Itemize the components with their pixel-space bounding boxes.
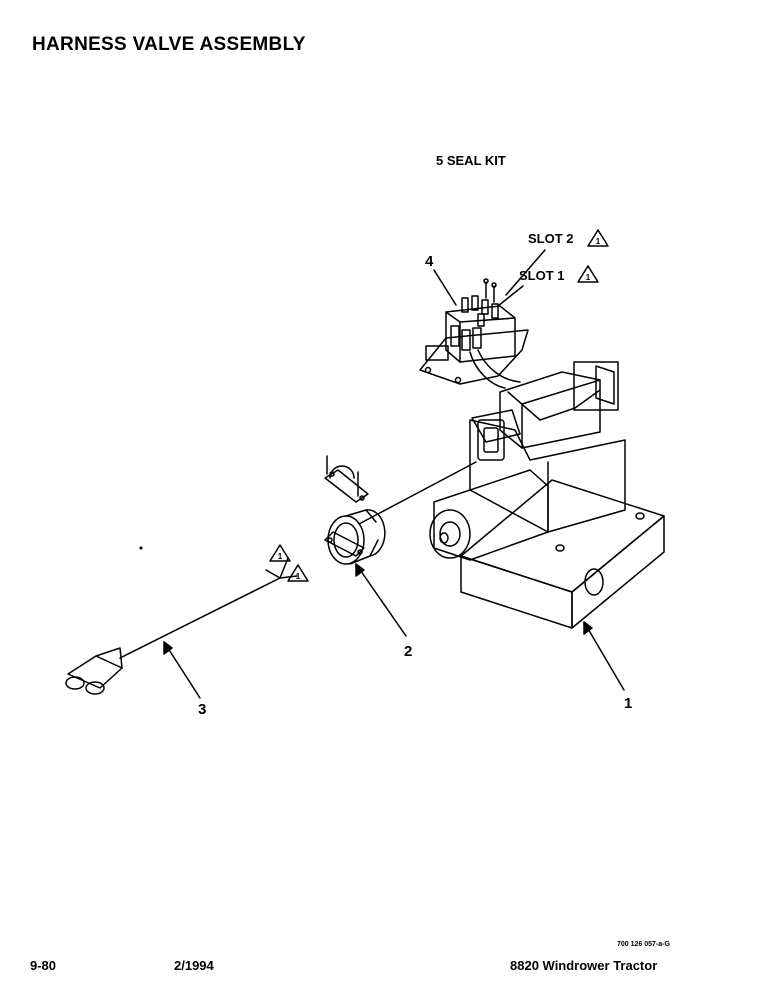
drawing-number: 700 126 057-a-G	[617, 941, 670, 948]
valve-nut-assembly	[324, 455, 477, 565]
revision-date: 2/1994	[174, 958, 214, 973]
svg-text:1: 1	[278, 552, 283, 561]
valve-body	[429, 361, 665, 629]
note-triangle-icon: 1	[287, 564, 309, 582]
product-name: 8820 Windrower Tractor	[510, 958, 658, 973]
svg-text:1: 1	[296, 572, 301, 581]
coil-connector-block	[419, 278, 529, 389]
svg-text:1: 1	[596, 237, 601, 246]
slot-2-label: SLOT 2	[528, 231, 574, 246]
note-triangle-icon: 1	[269, 544, 291, 562]
note-triangle-icon: 1	[587, 229, 609, 247]
svg-text:1: 1	[586, 273, 591, 282]
page-number: 9-80	[30, 958, 57, 973]
note-triangle-icon: 1	[577, 265, 599, 283]
slot-1-label: SLOT 1	[519, 268, 565, 283]
page-title: HARNESS VALVE ASSEMBLY	[32, 34, 306, 55]
item-2-number: 2	[404, 643, 412, 660]
item-1-number: 1	[624, 695, 632, 712]
seal-kit-label: 5 SEAL KIT	[436, 153, 506, 168]
item-4-number: 4	[425, 253, 434, 270]
item-3-number: 3	[198, 701, 206, 718]
wiring-harness	[65, 557, 298, 695]
